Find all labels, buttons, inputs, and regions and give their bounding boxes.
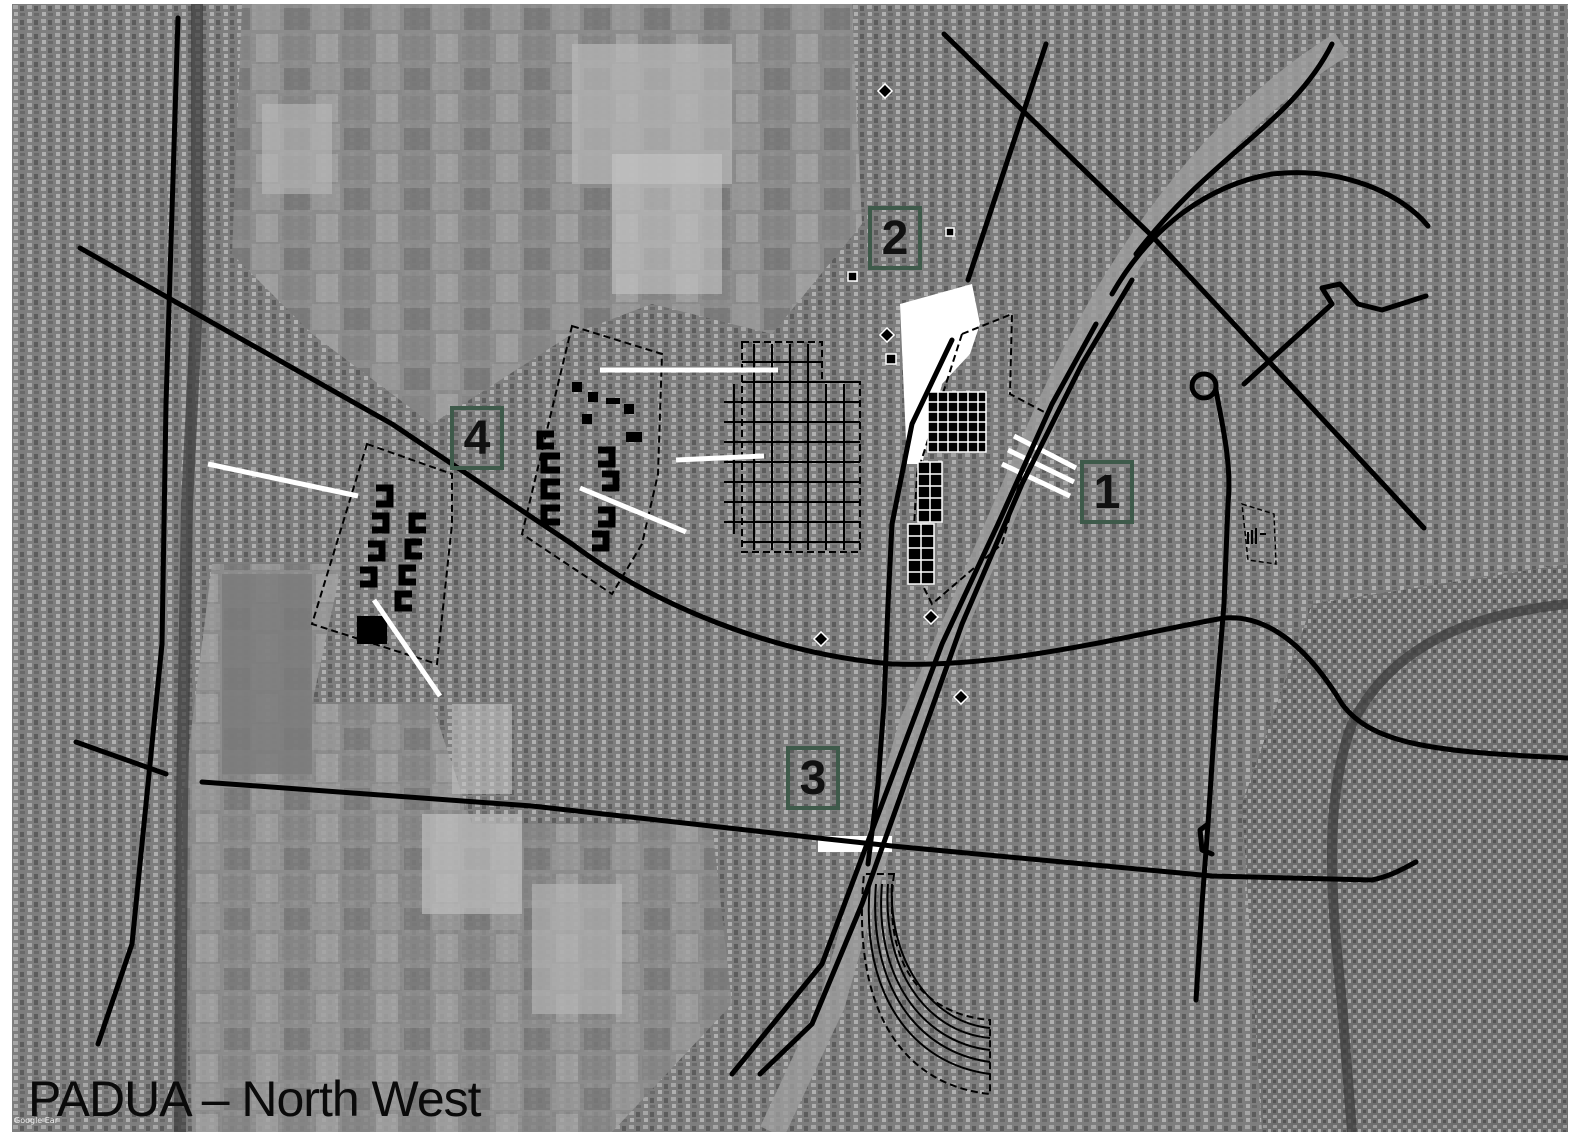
canal <box>174 4 203 1132</box>
map-view[interactable]: 1 2 3 4 PADUA – North West Google Ear <box>12 4 1568 1132</box>
road-ring <box>1109 170 1431 297</box>
open-field <box>612 154 722 294</box>
road-north-diagonal-2 <box>965 41 1049 283</box>
road-south-arterial <box>199 779 1419 883</box>
zone-3-rail-tracks <box>867 883 991 1075</box>
road-west-vertical <box>95 15 181 1047</box>
open-field <box>422 814 522 914</box>
zone-3-boundary <box>860 873 991 1096</box>
road-rail-2 <box>757 277 1135 1077</box>
road-rail-1 <box>729 321 1099 1077</box>
map-attribution: Google Ear <box>14 1116 58 1125</box>
road-west-spur <box>73 739 169 777</box>
zone-label-4: 4 <box>450 406 504 470</box>
open-field <box>452 704 512 794</box>
zone-4-small-blocks <box>572 382 642 442</box>
zone-4a-boundary <box>520 324 664 596</box>
minor-parcel-marks <box>1247 528 1266 544</box>
open-field <box>222 574 312 774</box>
site-markers <box>812 82 970 706</box>
open-field <box>262 104 332 194</box>
road-central-vertical <box>1193 387 1232 1003</box>
minor-parcel <box>1241 502 1277 565</box>
road-nw-diagonal <box>77 245 1568 761</box>
zone-4-building-blocks <box>360 430 620 612</box>
road-junction-west <box>865 337 955 867</box>
map-overlay <box>12 4 1568 1132</box>
zone-label-1: 1 <box>1080 460 1134 524</box>
zone-label-2: 2 <box>868 206 922 270</box>
road-roundabout <box>1189 371 1219 401</box>
zone-1-plot <box>900 284 980 464</box>
road-ne-curve <box>1133 41 1335 257</box>
river <box>1327 599 1568 1132</box>
connector-lines <box>207 367 1078 698</box>
historic-centre-texture <box>1242 564 1568 1132</box>
zone-2-street-grid <box>724 344 860 550</box>
road-city-wall <box>1241 281 1429 387</box>
zone-label-3: 3 <box>786 746 840 810</box>
road-network <box>73 15 1568 1077</box>
open-field <box>532 884 622 1014</box>
zone-4-building-block <box>357 616 387 644</box>
zone-4b-boundary <box>310 442 453 666</box>
road-city-wall-south <box>1197 821 1215 857</box>
map-title: PADUA – North West <box>28 1071 482 1127</box>
zone-1-building-grid <box>907 391 987 585</box>
